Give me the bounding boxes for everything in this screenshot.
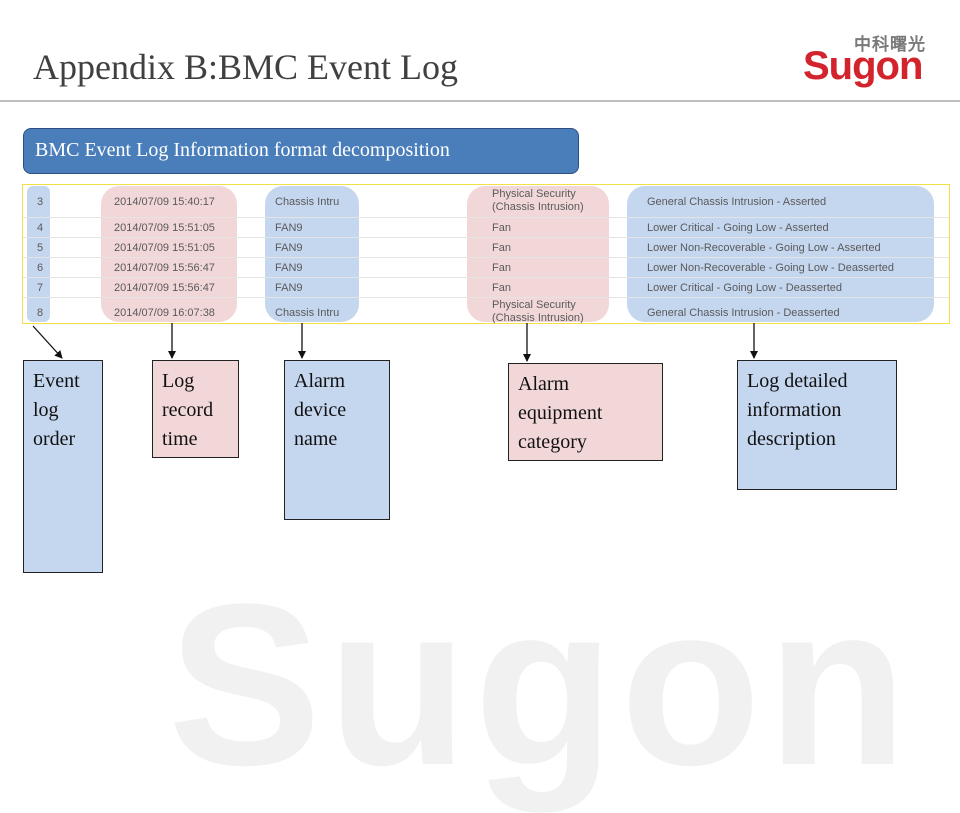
- log-sensor: FAN9: [275, 222, 303, 234]
- log-description: Lower Non-Recoverable - Going Low - Asse…: [647, 242, 881, 254]
- log-id: 3: [36, 196, 44, 208]
- section-header: BMC Event Log Information format decompo…: [23, 128, 579, 174]
- label-alarm-equipment-category: Alarm equipment category: [508, 363, 663, 461]
- log-time: 2014/07/09 15:56:47: [114, 262, 215, 274]
- logo-brand-text: Sugon: [803, 44, 923, 88]
- log-description: General Chassis Intrusion - Asserted: [647, 196, 827, 208]
- log-id: 7: [36, 282, 44, 294]
- log-type: Fan: [492, 222, 511, 234]
- sugon-logo: 中科曙光 Sugon: [800, 30, 930, 88]
- log-frame: [22, 184, 950, 324]
- title-divider: [0, 100, 960, 102]
- highlight-equipment-category: [467, 186, 609, 322]
- log-sensor: Chassis Intru: [275, 307, 340, 319]
- logo-chinese-text: 中科曙光: [854, 35, 926, 55]
- log-time: 2014/07/09 16:07:38: [114, 307, 215, 319]
- log-sensor: FAN9: [275, 262, 303, 274]
- log-description: Lower Non-Recoverable - Going Low - Deas…: [647, 262, 895, 274]
- label-log-record-time: Log record time: [152, 360, 239, 458]
- log-type: Fan: [492, 262, 511, 274]
- label-log-detailed-description: Log detailed information description: [737, 360, 897, 490]
- log-time: 2014/07/09 15:51:05: [114, 242, 215, 254]
- row-separator: [23, 297, 949, 298]
- log-id: 6: [36, 262, 44, 274]
- highlight-event-order: [27, 186, 50, 322]
- label-alarm-device-name: Alarm device name: [284, 360, 390, 520]
- log-description: Lower Critical - Going Low - Asserted: [647, 222, 829, 234]
- row-separator: [23, 237, 949, 238]
- log-time: 2014/07/09 15:40:17: [114, 196, 215, 208]
- log-id: 8: [36, 307, 44, 319]
- log-type: Fan: [492, 282, 511, 294]
- log-id: 4: [36, 222, 44, 234]
- label-event-log-order: Event log order: [23, 360, 103, 573]
- log-type: Physical Security (Chassis Intrusion): [492, 188, 584, 213]
- log-sensor: Chassis Intru: [275, 196, 340, 208]
- row-separator: [23, 257, 949, 258]
- log-description: Lower Critical - Going Low - Deasserted: [647, 282, 843, 294]
- log-type: Physical Security (Chassis Intrusion): [492, 299, 584, 323]
- log-type: Fan: [492, 242, 511, 254]
- log-id: 5: [36, 242, 44, 254]
- highlight-detail-description: [627, 186, 934, 322]
- callout-arrows: [32, 323, 758, 362]
- highlight-device-name: [265, 186, 359, 322]
- row-separator: [23, 217, 949, 218]
- log-description: General Chassis Intrusion - Deasserted: [647, 307, 840, 319]
- highlight-record-time: [101, 186, 237, 322]
- row-separator: [23, 277, 949, 278]
- log-sensor: FAN9: [275, 242, 303, 254]
- log-time: 2014/07/09 15:56:47: [114, 282, 215, 294]
- log-time: 2014/07/09 15:51:05: [114, 222, 215, 234]
- slide-title: Appendix B:BMC Event Log: [33, 47, 458, 87]
- log-sensor: FAN9: [275, 282, 303, 294]
- arrow-event-order: [32, 325, 63, 359]
